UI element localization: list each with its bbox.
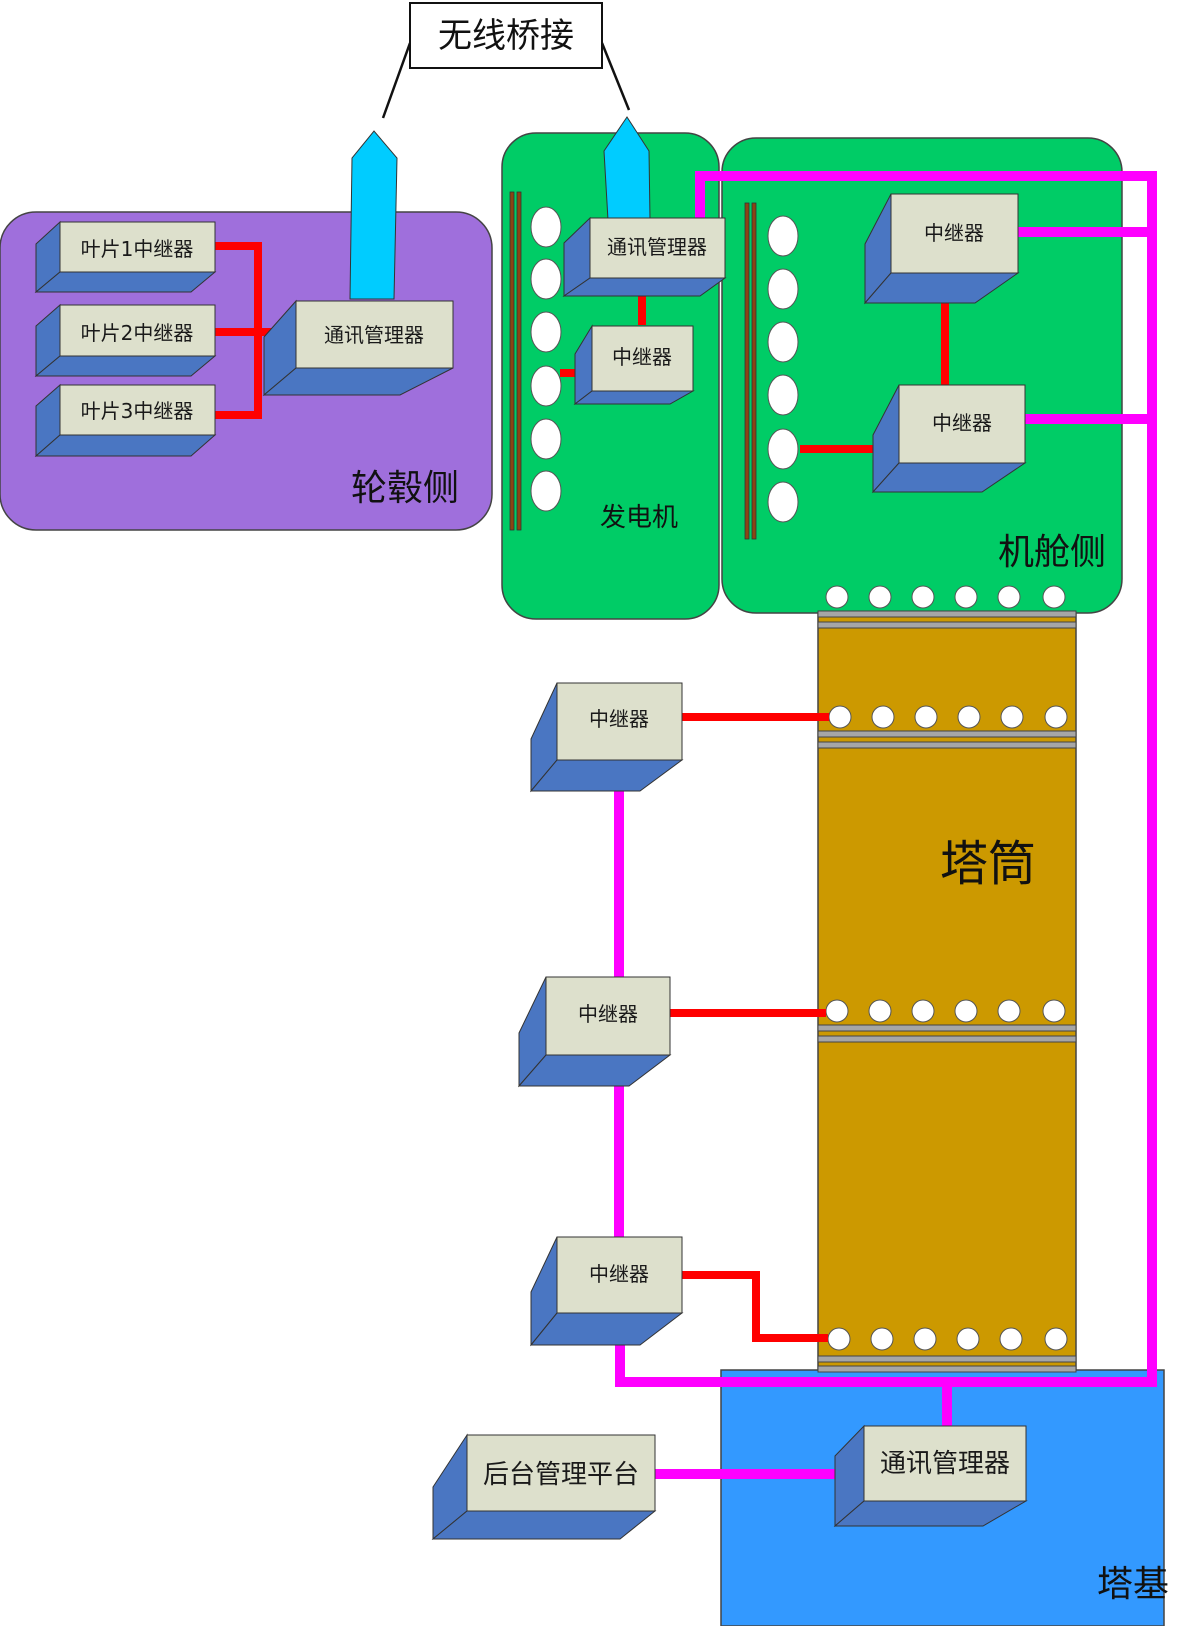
nacelle-repeater-top-box: 中继器 bbox=[863, 193, 1020, 305]
generator-region-label: 发电机 bbox=[600, 503, 678, 533]
blade2-repeater-box: 叶片2中继器 bbox=[34, 303, 217, 378]
tower-body bbox=[817, 613, 1077, 1371]
tower-repeater-2-label: 中继器 bbox=[578, 1002, 638, 1026]
tower-repeater-1-label: 中继器 bbox=[589, 707, 649, 731]
tower-repeater-2-box: 中继器 bbox=[517, 976, 672, 1088]
base-comm-manager-label: 通讯管理器 bbox=[880, 1449, 1010, 1479]
generator-repeater-box: 中继器 bbox=[573, 324, 695, 406]
base-region-label: 塔基 bbox=[1097, 1564, 1169, 1605]
base-comm-manager-box: 通讯管理器 bbox=[833, 1424, 1028, 1528]
hub-comm-manager-label: 通讯管理器 bbox=[324, 323, 424, 347]
wireless-bridge-title: 无线桥接 bbox=[438, 16, 574, 56]
nacelle-slip-ring-bars bbox=[744, 202, 757, 540]
tower-region-label: 塔筒 bbox=[940, 836, 1036, 892]
tower-repeater-1-box: 中继器 bbox=[529, 682, 684, 793]
backend-platform-label: 后台管理平台 bbox=[483, 1460, 639, 1490]
blade3-repeater-box: 叶片3中继器 bbox=[34, 383, 217, 458]
tower-ring-contacts bbox=[825, 585, 1068, 1351]
blade1-repeater-label: 叶片1中继器 bbox=[81, 237, 194, 261]
tower-repeater-3-label: 中继器 bbox=[589, 1262, 649, 1286]
nacelle-region-label: 机舱侧 bbox=[998, 532, 1106, 573]
nacelle-repeater-bottom-box: 中继器 bbox=[871, 384, 1027, 494]
generator-comm-manager-label: 通讯管理器 bbox=[607, 235, 707, 259]
blade1-repeater-box: 叶片1中继器 bbox=[34, 220, 217, 294]
magenta-links bbox=[614, 171, 1157, 1479]
hub-antenna bbox=[349, 130, 398, 300]
generator-comm-manager-box: 通讯管理器 bbox=[562, 216, 727, 297]
blade2-repeater-label: 叶片2中继器 bbox=[81, 321, 194, 345]
nacelle-repeater-bottom-label: 中继器 bbox=[932, 411, 992, 435]
hub-region-label: 轮毂侧 bbox=[351, 468, 459, 509]
hub-comm-manager-box: 通讯管理器 bbox=[262, 299, 454, 397]
generator-ring-ovals bbox=[530, 206, 562, 512]
tower-repeater-3-box: 中继器 bbox=[529, 1236, 684, 1347]
wireless-bridge-title-box bbox=[409, 2, 603, 69]
tower-flanges bbox=[817, 610, 1077, 1373]
backend-platform-box: 后台管理平台 bbox=[431, 1433, 657, 1541]
blade3-repeater-label: 叶片3中继器 bbox=[81, 399, 194, 423]
nacelle-ring-ovals bbox=[767, 215, 799, 523]
generator-slip-ring-bars bbox=[509, 191, 522, 531]
nacelle-repeater-top-label: 中继器 bbox=[924, 221, 984, 245]
generator-repeater-label: 中继器 bbox=[612, 345, 672, 369]
wireless-bridge-callout-lines bbox=[381, 42, 631, 119]
